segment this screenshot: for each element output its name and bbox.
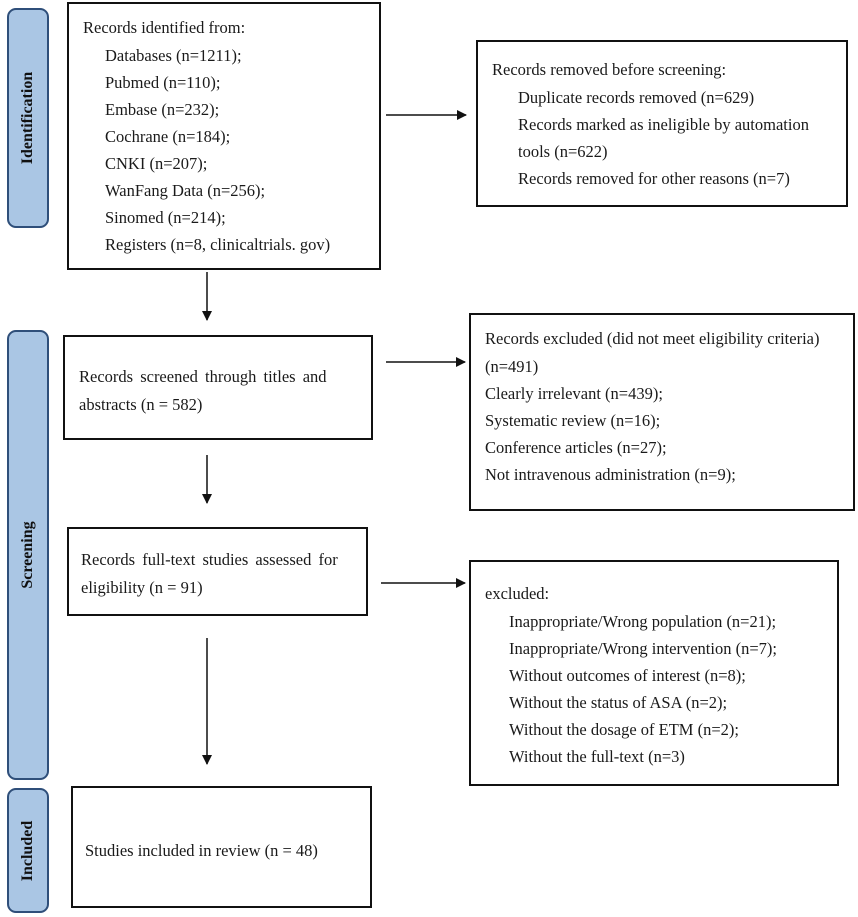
identified-item: CNKI (n=207); xyxy=(105,154,208,173)
excluded-item: Conference articles (n=27); xyxy=(485,438,667,457)
removed-other: Records removed for other reasons (n=7) xyxy=(518,169,790,188)
phase-tab-identification: Identification xyxy=(7,8,49,228)
fulltext-excluded-item: Without the full-text (n=3) xyxy=(509,747,685,766)
identified-item: Sinomed (n=214); xyxy=(105,208,226,227)
phase-tab-screening: Screening xyxy=(7,330,49,780)
fulltext-excluded-item: Inappropriate/Wrong population (n=21); xyxy=(509,612,777,631)
records-removed-box: Records removed before screening: Duplic… xyxy=(476,40,848,207)
identified-heading: Records identified from: xyxy=(83,18,246,37)
studies-included-box: Studies included in review (n = 48) xyxy=(71,786,372,908)
records-identified-box: Records identified from: Databases (n=12… xyxy=(67,2,381,270)
identified-item: Registers (n=8, clinicaltrials. gov) xyxy=(105,235,331,254)
removed-duplicates: Duplicate records removed (n=629) xyxy=(518,88,755,107)
fulltext-text-line1: Records full-text studies assessed for xyxy=(81,550,338,569)
removed-automation: Records marked as ineligible by automati… xyxy=(518,115,809,134)
identified-item: Cochrane (n=184); xyxy=(105,127,231,146)
phase-tab-included: Included xyxy=(7,788,49,913)
excluded-count: (n=491) xyxy=(485,357,539,376)
records-screened-box: Records screened through titles and abst… xyxy=(63,335,373,440)
fulltext-excluded-item: Without the status of ASA (n=2); xyxy=(509,693,728,712)
excluded-item: Clearly irrelevant (n=439); xyxy=(485,384,663,403)
fulltext-excluded-box: excluded: Inappropriate/Wrong population… xyxy=(469,560,839,786)
fulltext-text-line2: eligibility (n = 91) xyxy=(81,578,203,597)
identified-item: Embase (n=232); xyxy=(105,100,220,119)
included-text: Studies included in review (n = 48) xyxy=(85,841,318,860)
excluded-heading: Records excluded (did not meet eligibili… xyxy=(485,329,820,348)
records-excluded-box: Records excluded (did not meet eligibili… xyxy=(469,313,855,511)
excluded-item: Systematic review (n=16); xyxy=(485,411,661,430)
removed-automation-cont: tools (n=622) xyxy=(518,142,608,161)
identified-item: Databases (n=1211); xyxy=(105,46,242,65)
identified-item: Pubmed (n=110); xyxy=(105,73,221,92)
fulltext-excluded-heading: excluded: xyxy=(485,584,550,603)
excluded-item: Not intravenous administration (n=9); xyxy=(485,465,736,484)
fulltext-excluded-item: Without the dosage of ETM (n=2); xyxy=(509,720,739,739)
fulltext-excluded-item: Without outcomes of interest (n=8); xyxy=(509,666,746,685)
screened-text-line1: Records screened through titles and xyxy=(79,367,327,386)
fulltext-assessed-box: Records full-text studies assessed for e… xyxy=(67,527,368,616)
identified-item: WanFang Data (n=256); xyxy=(105,181,266,200)
removed-heading: Records removed before screening: xyxy=(492,60,727,79)
fulltext-excluded-item: Inappropriate/Wrong intervention (n=7); xyxy=(509,639,777,658)
screened-text-line2: abstracts (n = 582) xyxy=(79,395,203,414)
